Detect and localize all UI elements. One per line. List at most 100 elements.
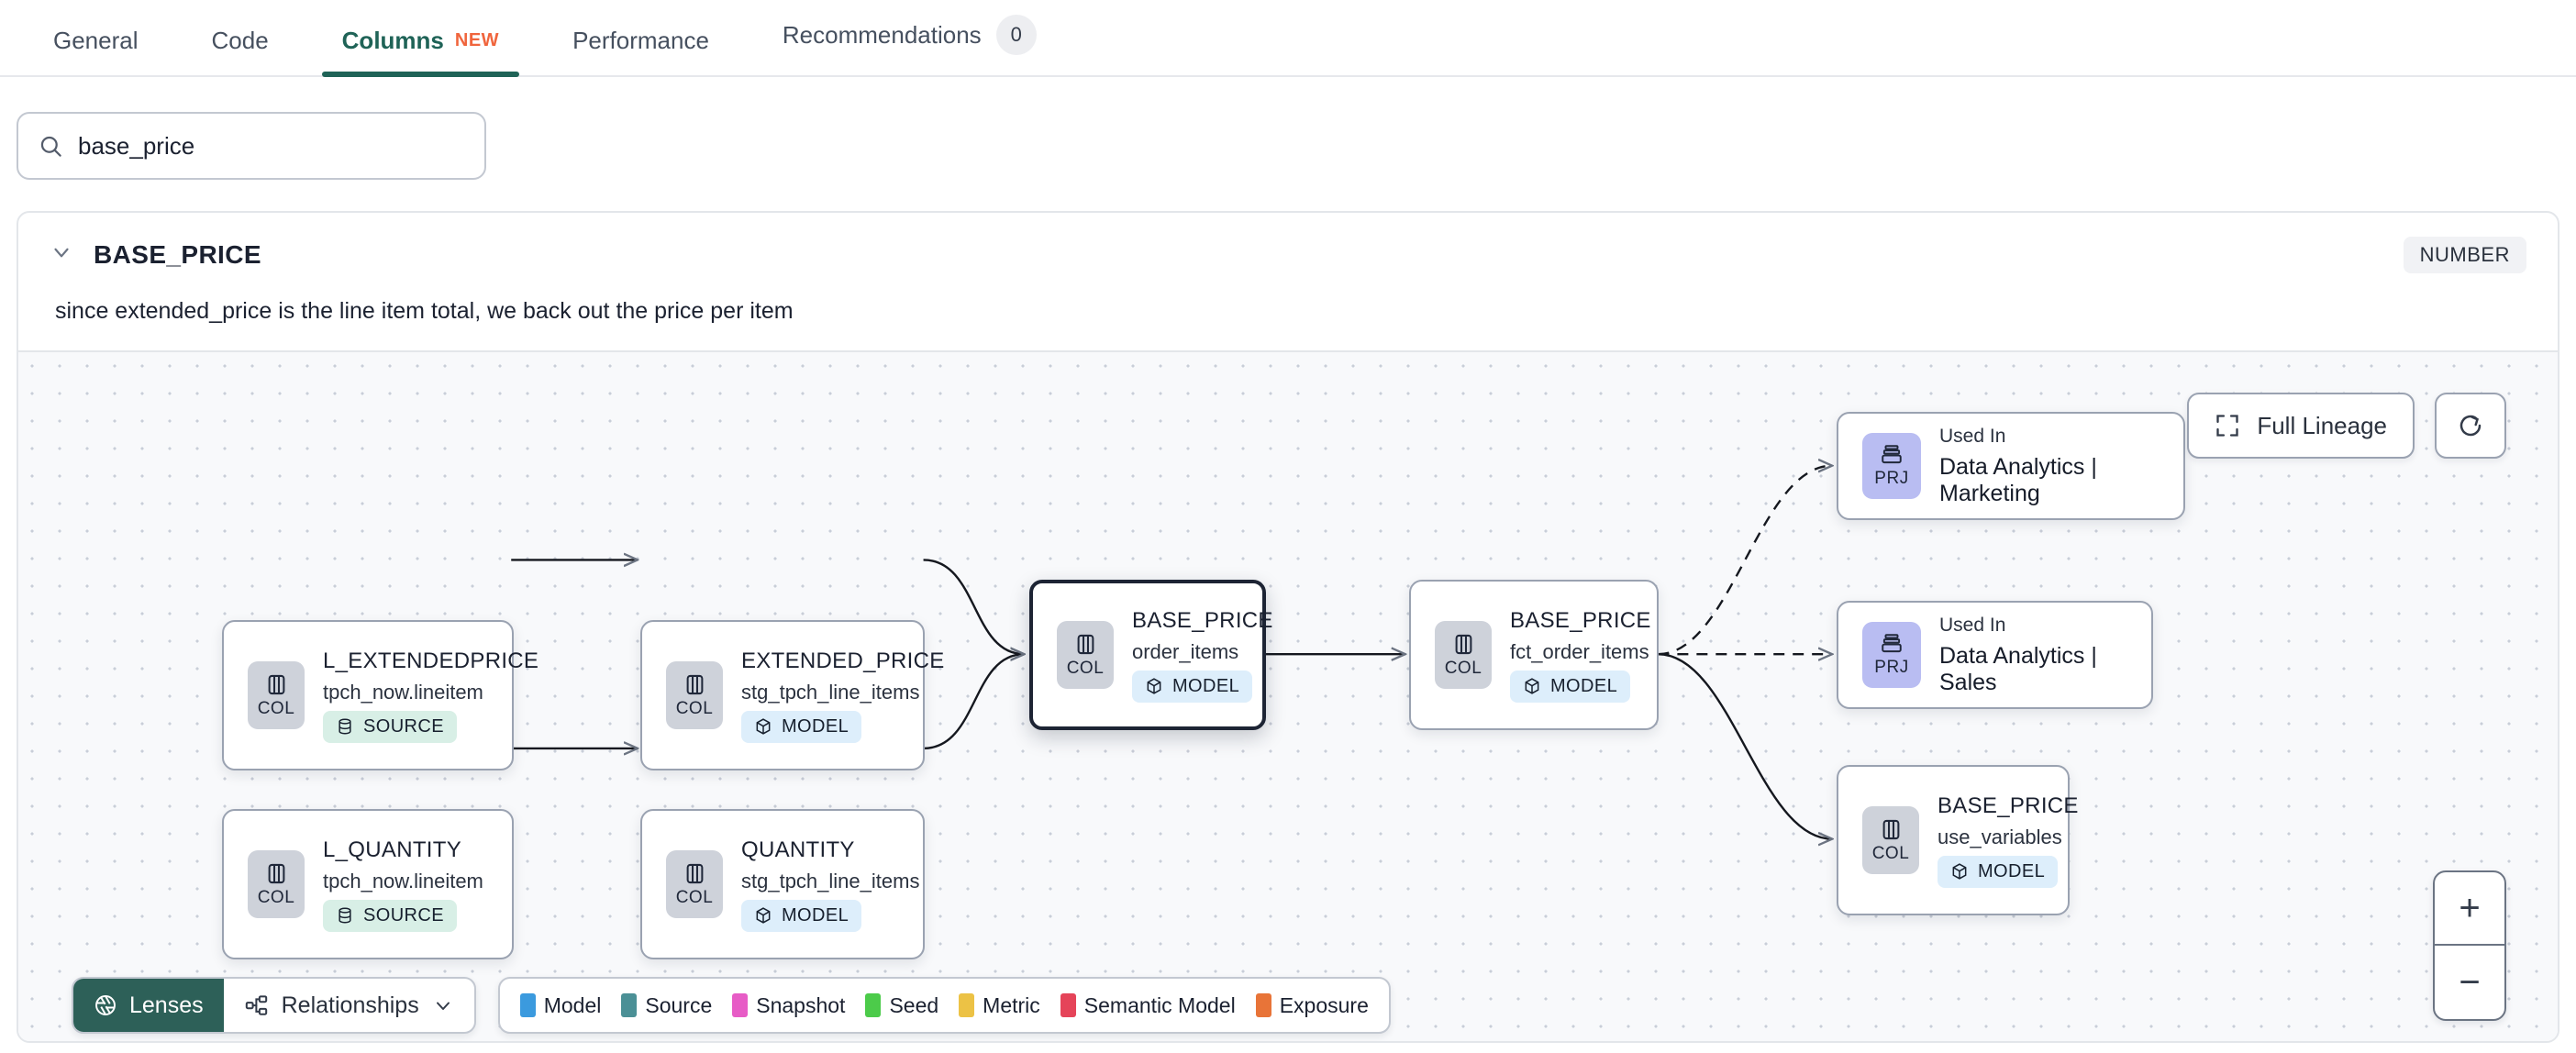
zoom-in-button[interactable]: + [2435, 872, 2504, 946]
zoom-controls: + − [2433, 870, 2506, 1021]
lenses-label: Lenses [129, 992, 204, 1018]
node-subtitle: use_variables [1938, 825, 2062, 848]
expand-corners-icon [2215, 413, 2240, 438]
lenses-relationships-group: Lenses Relationships [72, 977, 476, 1034]
full-lineage-button[interactable]: Full Lineage [2187, 393, 2415, 459]
lineage-canvas[interactable]: COL L_EXTENDEDPRICE tpch_now.lineitem SO… [18, 350, 2558, 1043]
lineage-node-base-price-use-variables[interactable]: COL BASE_PRICE use_variables MODEL [1837, 765, 2078, 915]
lineage-node-project-sales[interactable]: PRJ Used In Data Analytics | Sales [1837, 601, 2153, 709]
cube-icon [756, 718, 771, 735]
legend-item-seed: Seed [865, 993, 938, 1018]
col-icon-label: COL [675, 887, 714, 907]
tab-columns[interactable]: Columns NEW [321, 27, 520, 77]
node-kind-badge: MODEL [741, 710, 862, 743]
node-name: QUANTITY [741, 837, 855, 862]
recommendations-count-badge: 0 [995, 15, 1037, 55]
tab-label: Performance [572, 27, 709, 54]
tab-code[interactable]: Code [212, 27, 269, 75]
zoom-out-button[interactable]: − [2459, 961, 2481, 1003]
database-icon [339, 907, 351, 924]
lineage-node-base-price-fct-order-items[interactable]: COL BASE_PRICE fct_order_items MODEL [1409, 580, 1659, 730]
legend-item-metric: Metric [959, 993, 1040, 1018]
tab-label: General [53, 27, 139, 54]
node-subtitle: tpch_now.lineitem [323, 869, 483, 892]
node-kind-badge: MODEL [1510, 670, 1631, 703]
lineage-edges [511, 352, 2558, 1043]
node-name: L_EXTENDEDPRICE [323, 648, 539, 673]
legend-label: Source [645, 992, 713, 1017]
col-icon-label: COL [1066, 658, 1105, 678]
legend-item-snapshot: Snapshot [732, 993, 845, 1018]
col-icon: COL [1862, 806, 1919, 874]
chevron-down-icon[interactable] [50, 240, 81, 271]
col-icon-label: COL [1444, 658, 1482, 678]
refresh-icon [2457, 412, 2484, 439]
node-kind-label: MODEL [1550, 675, 1618, 696]
lineage-node-project-marketing[interactable]: PRJ Used In Data Analytics | Marketing [1837, 412, 2185, 520]
relationships-dropdown[interactable]: Relationships [224, 979, 474, 1032]
cube-icon [1525, 678, 1539, 694]
legend-swatch [732, 993, 749, 1017]
col-icon: COL [666, 850, 723, 918]
lineage-node-base-price-order-items[interactable]: COL BASE_PRICE order_items MODEL [1029, 580, 1272, 730]
node-kind-badge: SOURCE [323, 710, 457, 743]
new-badge: NEW [454, 30, 500, 50]
search-icon [39, 134, 63, 159]
relationships-label: Relationships [281, 992, 419, 1018]
node-kind-badge: SOURCE [323, 899, 457, 932]
node-kind-label: MODEL [782, 904, 849, 926]
cube-icon [1147, 678, 1161, 694]
canvas-top-controls: Full Lineage [2187, 393, 2506, 459]
node-subtitle: order_items [1132, 639, 1239, 663]
legend-swatch [1060, 993, 1076, 1017]
column-header: BASE_PRICE NUMBER since extended_price i… [18, 213, 2558, 325]
legend-swatch [621, 993, 638, 1017]
tab-label: Code [211, 27, 269, 54]
column-description: since extended_price is the line item to… [55, 298, 794, 324]
tab-label: Columns [341, 27, 444, 54]
lenses-button[interactable]: Lenses [73, 979, 224, 1032]
legend-item-semantic-model: Semantic Model [1060, 993, 1236, 1018]
legend-swatch [1255, 993, 1271, 1017]
node-kind-label: MODEL [1978, 860, 2046, 881]
node-project-name: Data Analytics | Sales [1939, 642, 2097, 695]
col-icon-label: COL [257, 887, 295, 907]
canvas-bottom-bar: Lenses Relationships [72, 977, 1391, 1034]
tab-label: Recommendations [782, 20, 982, 49]
legend-item-source: Source [621, 993, 712, 1018]
node-name: BASE_PRICE [1510, 607, 1651, 633]
tab-recommendations[interactable]: Recommendations 0 [783, 15, 1037, 75]
refresh-button[interactable] [2435, 393, 2506, 459]
legend-swatch [519, 993, 536, 1017]
search-input[interactable]: base_price [17, 112, 486, 180]
lineage-node-l-extendedprice[interactable]: COL L_EXTENDEDPRICE tpch_now.lineitem SO… [222, 620, 539, 770]
node-kind-label: SOURCE [363, 904, 444, 926]
legend-label: Metric [983, 992, 1040, 1017]
search-input-value: base_price [78, 131, 195, 160]
legend-item-exposure: Exposure [1255, 993, 1369, 1018]
node-used-in-label: Used In [1939, 425, 2006, 447]
full-lineage-label: Full Lineage [2257, 411, 2387, 439]
col-icon-label: COL [1871, 843, 1910, 863]
node-kind-label: MODEL [1172, 675, 1240, 696]
node-subtitle: stg_tpch_line_items [741, 869, 920, 892]
legend-item-model: Model [519, 993, 601, 1018]
col-icon: COL [666, 661, 723, 729]
page-title: BASE_PRICE [94, 240, 261, 269]
node-kind-label: MODEL [782, 715, 849, 737]
hierarchy-icon [244, 993, 269, 1018]
legend-swatch [959, 993, 975, 1017]
lineage-node-quantity[interactable]: COL QUANTITY stg_tpch_line_items MODEL [640, 809, 925, 959]
aperture-icon [94, 993, 117, 1017]
lineage-node-extended-price[interactable]: COL EXTENDED_PRICE stg_tpch_line_items M… [640, 620, 944, 770]
lineage-node-l-quantity[interactable]: COL L_QUANTITY tpch_now.lineitem SOURCE [222, 809, 514, 959]
legend-label: Seed [889, 992, 939, 1017]
database-icon [339, 718, 351, 735]
tab-general[interactable]: General [53, 27, 139, 75]
project-icon-label: PRJ [1874, 658, 1909, 677]
tab-performance[interactable]: Performance [572, 27, 709, 75]
cube-icon [1952, 863, 1967, 880]
col-icon-label: COL [257, 698, 295, 718]
col-icon: COL [1435, 621, 1492, 689]
column-type-badge: NUMBER [2403, 237, 2526, 273]
